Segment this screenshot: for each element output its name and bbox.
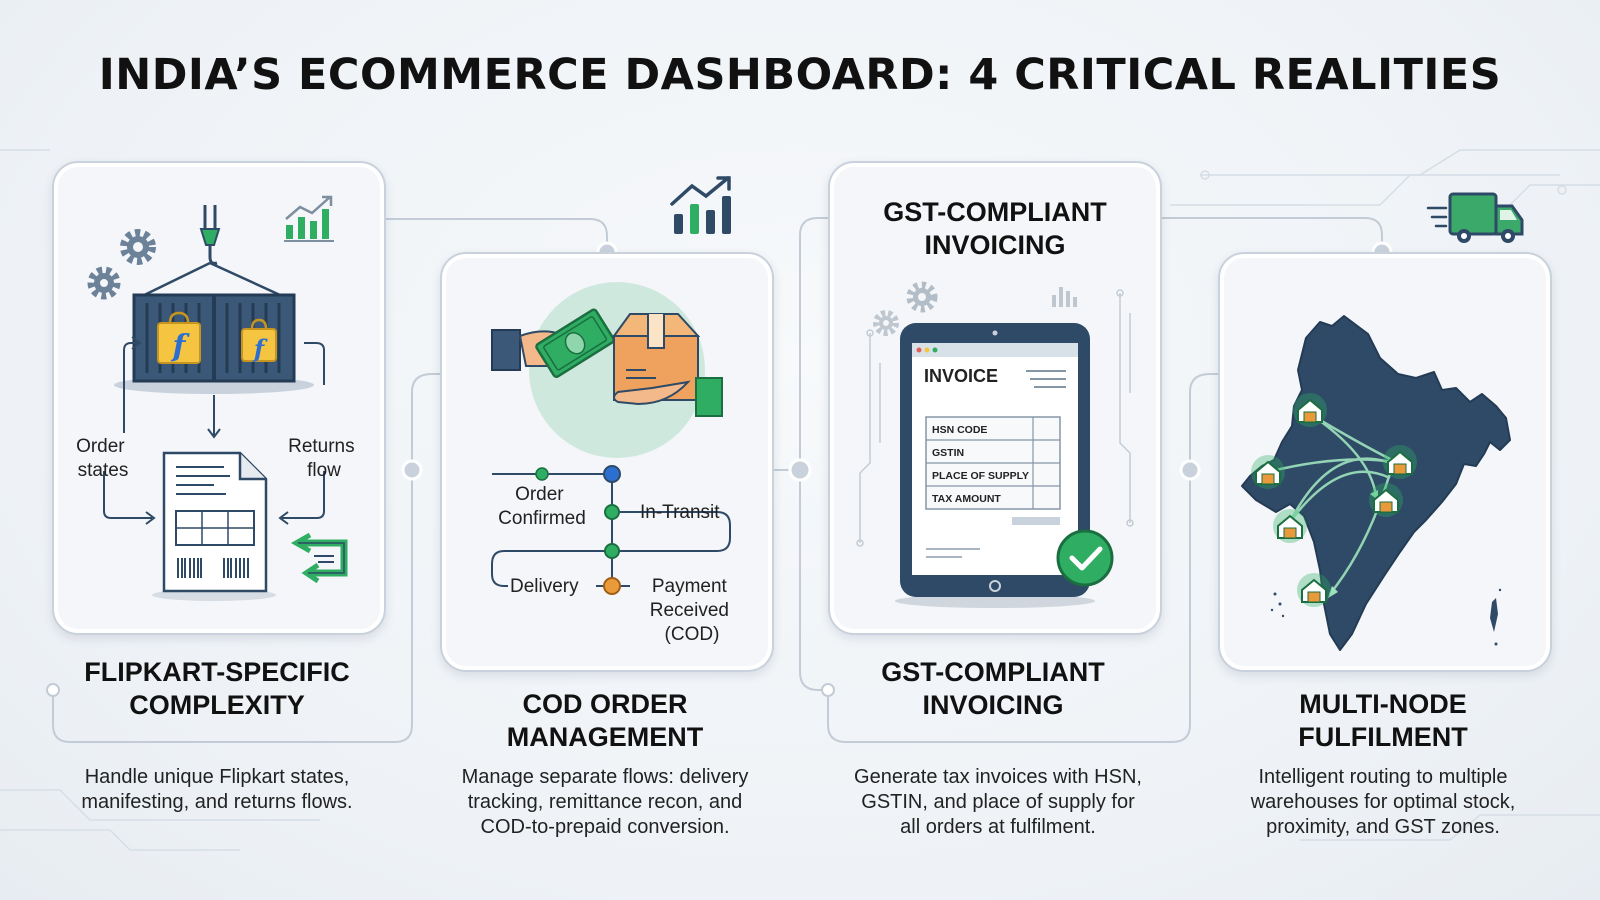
gear-icon bbox=[120, 229, 156, 265]
description-line: all orders at fulfilment. bbox=[900, 816, 1096, 838]
warehouse-icon bbox=[1297, 573, 1331, 607]
panel-fulfilment-heading: MULTI-NODE FULFILMENT bbox=[1218, 688, 1548, 754]
description-line: Manage separate flows: delivery bbox=[461, 766, 749, 788]
panel-gst-card: GST-COMPLIANT INVOICING bbox=[828, 161, 1162, 635]
page-title: INDIA’S ECOMMERCE DASHBOARD: 4 CRITICAL … bbox=[98, 50, 1502, 100]
return-arrows-icon bbox=[290, 532, 348, 584]
heading-line: COD ORDER bbox=[522, 689, 688, 719]
panel-fulfilment-description: Intelligent routing to multiple warehous… bbox=[1198, 765, 1568, 840]
order-states-label: Order bbox=[76, 436, 125, 457]
heading-line: INVOICING bbox=[922, 690, 1064, 720]
flipkart-bag-icon: f bbox=[157, 311, 201, 364]
description-line: COD-to-prepaid conversion. bbox=[480, 816, 730, 838]
panel-fulfilment-card bbox=[1218, 252, 1552, 672]
order-confirmed-label: Order bbox=[515, 484, 564, 505]
description-line: warehouses for optimal stock, bbox=[1250, 791, 1516, 813]
panel-flipkart-card: f f bbox=[52, 161, 386, 635]
panel-flipkart-description: Handle unique Flipkart states, manifesti… bbox=[42, 765, 392, 815]
warehouse-icon bbox=[1369, 483, 1403, 517]
heading-line: COMPLEXITY bbox=[129, 690, 305, 720]
order-states-label-line2: states bbox=[78, 460, 129, 481]
invoice-row-gstin: GSTIN bbox=[932, 447, 964, 459]
flipkart-bag-icon: f bbox=[241, 318, 277, 363]
payment-received-label: Payment bbox=[652, 576, 728, 597]
description-line: Handle unique Flipkart states, bbox=[84, 766, 350, 788]
heading-line: FULFILMENT bbox=[1298, 722, 1468, 752]
gear-icon bbox=[873, 310, 899, 336]
description-line: tracking, remittance recon, and bbox=[467, 791, 743, 813]
panel-cod-description: Manage separate flows: delivery tracking… bbox=[420, 765, 790, 840]
warehouse-icon bbox=[1293, 393, 1327, 427]
growth-chart-icon bbox=[670, 176, 731, 234]
description-line: proximity, and GST zones. bbox=[1266, 816, 1500, 838]
gear-icon bbox=[87, 266, 121, 300]
svg-text:Order states: Order states bbox=[76, 436, 130, 481]
parcel-box-icon bbox=[612, 313, 723, 417]
svg-text:Payment Received (: Payment Received (COD) bbox=[650, 576, 735, 645]
panel-cod-heading: COD ORDER MANAGEMENT bbox=[440, 688, 770, 754]
invoice-row-tax-amount: TAX AMOUNT bbox=[932, 493, 1001, 505]
panel-gst-heading: GST-COMPLIANT INVOICING bbox=[828, 656, 1158, 722]
cash-handover-icon bbox=[491, 308, 615, 379]
description-line: manifesting, and returns flows. bbox=[81, 791, 353, 813]
panel-gst-description: Generate tax invoices with HSN, GSTIN, a… bbox=[808, 765, 1188, 840]
svg-text:Order Confirmed: Order Confirmed bbox=[498, 484, 586, 529]
invoice-row-hsn: HSN CODE bbox=[932, 424, 987, 436]
description-line: GSTIN, and place of supply for bbox=[861, 791, 1135, 813]
india-map-icon bbox=[1241, 315, 1511, 651]
panel-flipkart-heading: FLIPKART-SPECIFIC COMPLEXITY bbox=[52, 656, 382, 722]
check-icon bbox=[1056, 529, 1114, 587]
panel-gst-card-title: GST-COMPLIANT INVOICING bbox=[830, 196, 1160, 262]
shipping-container-icon bbox=[114, 293, 314, 394]
delivery-truck-icon bbox=[1426, 192, 1524, 243]
shipping-label-icon bbox=[152, 451, 276, 601]
payment-received-label-line3: (COD) bbox=[665, 624, 720, 645]
warehouse-icon bbox=[1383, 445, 1417, 479]
heading-line: MANAGEMENT bbox=[506, 722, 704, 752]
panel-cod-card: Order Confirmed In-Transit Delivery Paym… bbox=[440, 252, 774, 672]
in-transit-label: In-Transit bbox=[640, 502, 720, 523]
svg-text:Returns flow: Returns flow bbox=[288, 436, 360, 481]
returns-flow-label-line2: flow bbox=[307, 460, 341, 481]
payment-received-label-line2: Received bbox=[650, 600, 729, 621]
card-title-line: INVOICING bbox=[924, 230, 1066, 260]
svg-text:f: f bbox=[252, 334, 268, 363]
invoice-row-place-of-supply: PLACE OF SUPPLY bbox=[932, 470, 1029, 482]
gear-icon bbox=[906, 281, 938, 313]
heading-line: FLIPKART-SPECIFIC bbox=[84, 657, 350, 687]
growth-chart-icon bbox=[284, 195, 334, 242]
bar-chart-icon bbox=[1052, 287, 1077, 307]
description-line: Intelligent routing to multiple bbox=[1258, 766, 1508, 788]
heading-line: GST-COMPLIANT bbox=[881, 657, 1105, 687]
warehouse-icon bbox=[1251, 455, 1285, 489]
card-title-line: GST-COMPLIANT bbox=[883, 197, 1107, 227]
heading-line: MULTI-NODE bbox=[1299, 689, 1467, 719]
delivery-label: Delivery bbox=[510, 576, 579, 597]
order-confirmed-label-line2: Confirmed bbox=[498, 508, 586, 529]
invoice-title: INVOICE bbox=[924, 366, 998, 386]
crane-hook-icon bbox=[133, 205, 292, 302]
description-line: Generate tax invoices with HSN, bbox=[854, 766, 1142, 788]
warehouse-icon bbox=[1273, 509, 1307, 543]
returns-flow-label: Returns bbox=[288, 436, 355, 457]
